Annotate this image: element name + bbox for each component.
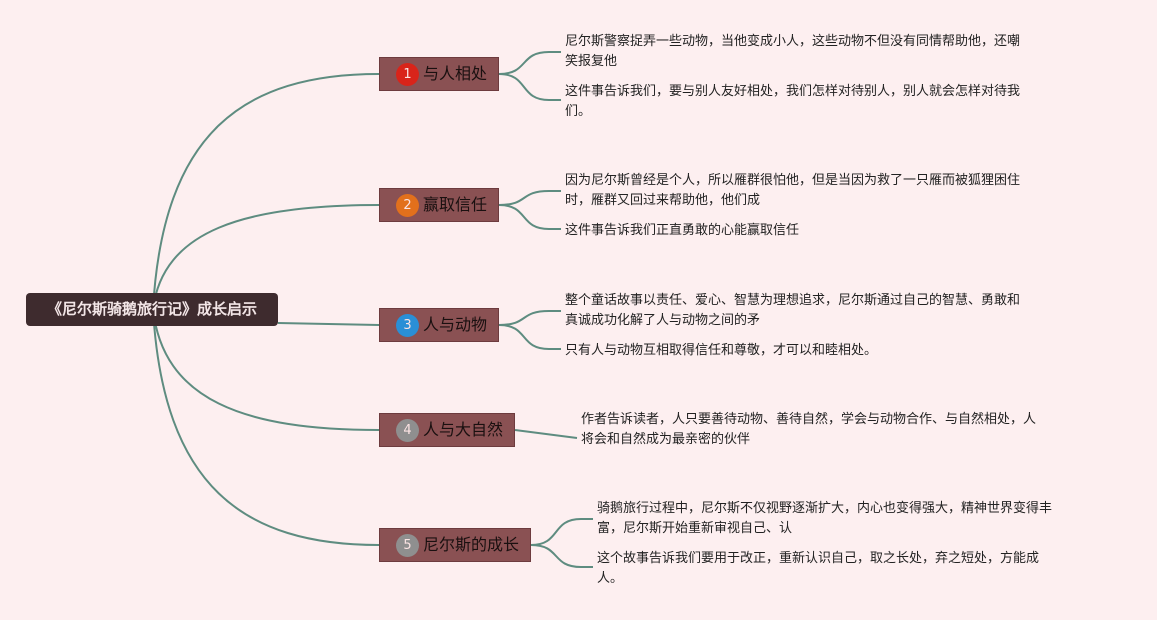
branch-5-leaf-2-line-2: 人。 (597, 571, 624, 586)
connector-central-branch-2 (152, 204, 380, 310)
branch-3-leaf-1-line-2: 真诚成功化解了人与动物之间的矛 (565, 313, 761, 328)
connector-branch-3-leaf-2 (498, 324, 561, 350)
branch-4-leaf-1[interactable]: 作者告诉读者，人只要善待动物、善待自然，学会与动物合作、与自然相处，人将会和自然… (581, 410, 1036, 450)
branch-1-number-badge: 1 (396, 62, 419, 86)
branch-5-leaf-2[interactable]: 这个故事告诉我们要用于改正，重新认识自己，取之长处，弃之短处，方能成人。 (597, 549, 1039, 589)
branch-3-leaf-1-line-1: 整个童话故事以责任、爱心、智慧为理想追求，尼尔斯通过自己的智慧、勇敢和 (565, 293, 1021, 308)
branch-2-leaf-2[interactable]: 这件事告诉我们正直勇敢的心能赢取信任 (565, 221, 799, 241)
connector-central-branch-4 (152, 308, 380, 431)
branch-2-number-badge: 2 (396, 193, 419, 217)
branch-3-leaf-1[interactable]: 整个童话故事以责任、爱心、智慧为理想追求，尼尔斯通过自己的智慧、勇敢和真诚成功化… (565, 291, 1020, 331)
connector-branch-5-leaf-2 (530, 544, 593, 568)
branch-5-number-badge: 5 (396, 533, 419, 557)
branch-2-leaf-1[interactable]: 因为尼尔斯曾经是个人，所以雁群很怕他，但是当因为救了一只雁而被狐狸困住时，雁群又… (565, 171, 1020, 211)
connector-branch-5-leaf-1 (530, 518, 593, 546)
branch-5-leaf-2-line-1: 这个故事告诉我们要用于改正，重新认识自己，取之长处，弃之短处，方能成 (597, 551, 1040, 566)
branch-1-leaf-1-line-2: 笑报复他 (565, 54, 618, 69)
branch-5-leaf-1-line-1: 骑鹅旅行过程中，尼尔斯不仅视野逐渐扩大，内心也变得强大，精神世界变得丰 (597, 501, 1053, 516)
branch-3-number-badge: 3 (396, 313, 419, 337)
branch-4-label: 人与大自然 (423, 420, 504, 439)
connector-central-branch-1 (152, 73, 380, 310)
branch-4-leaf-1-line-2: 将会和自然成为最亲密的伙伴 (581, 432, 751, 447)
branch-5-leaf-1[interactable]: 骑鹅旅行过程中，尼尔斯不仅视野逐渐扩大，内心也变得强大，精神世界变得丰富，尼尔斯… (597, 499, 1052, 539)
branch-4-leaf-1-line-1: 作者告诉读者，人只要善待动物、善待自然，学会与动物合作、与自然相处，人 (581, 412, 1037, 427)
connector-central-branch-5 (152, 308, 380, 546)
branch-2-leaf-2-line-1: 这件事告诉我们正直勇敢的心能赢取信任 (565, 223, 800, 238)
branch-2-leaf-1-line-2: 时，雁群又回过来帮助他，他们成 (565, 193, 761, 208)
connector-branch-3-leaf-1 (498, 310, 561, 326)
branch-1-leaf-2-line-2: 们。 (565, 104, 592, 119)
branch-2-label: 赢取信任 (423, 195, 488, 214)
connector-branch-2-leaf-2 (498, 204, 561, 230)
connector-branch-2-leaf-1 (498, 190, 561, 206)
branch-5-label: 尼尔斯的成长 (423, 535, 520, 554)
branch-1-leaf-1[interactable]: 尼尔斯警察捉弄一些动物，当他变成小人，这些动物不但没有同情帮助他，还嘲笑报复他 (565, 32, 1020, 72)
branch-3-leaf-2-line-1: 只有人与动物互相取得信任和尊敬，才可以和睦相处。 (565, 343, 878, 358)
connector-branch-4-leaf-1 (514, 429, 578, 439)
connector-branch-1-leaf-1 (498, 51, 561, 75)
branch-3-leaf-2[interactable]: 只有人与动物互相取得信任和尊敬，才可以和睦相处。 (565, 341, 877, 361)
branch-1-leaf-2-line-1: 这件事告诉我们，要与别人友好相处，我们怎样对待别人，别人就会怎样对待我 (565, 84, 1021, 99)
branch-1-leaf-2[interactable]: 这件事告诉我们，要与别人友好相处，我们怎样对待别人，别人就会怎样对待我们。 (565, 82, 1020, 122)
branch-3-label: 人与动物 (423, 315, 488, 334)
central-topic[interactable]: 《尼尔斯骑鹅旅行记》成长启示 (26, 293, 278, 326)
branch-2-leaf-1-line-1: 因为尼尔斯曾经是个人，所以雁群很怕他，但是当因为救了一只雁而被狐狸困住 (565, 173, 1021, 188)
branch-1-label: 与人相处 (423, 64, 488, 83)
branch-5-leaf-1-line-2: 富，尼尔斯开始重新审视自己、认 (597, 521, 793, 536)
connector-branch-1-leaf-2 (498, 73, 561, 101)
branch-4-number-badge: 4 (396, 418, 419, 442)
connector-central-branch-3 (277, 322, 380, 326)
branch-1-leaf-1-line-1: 尼尔斯警察捉弄一些动物，当他变成小人，这些动物不但没有同情帮助他，还嘲 (565, 34, 1021, 49)
